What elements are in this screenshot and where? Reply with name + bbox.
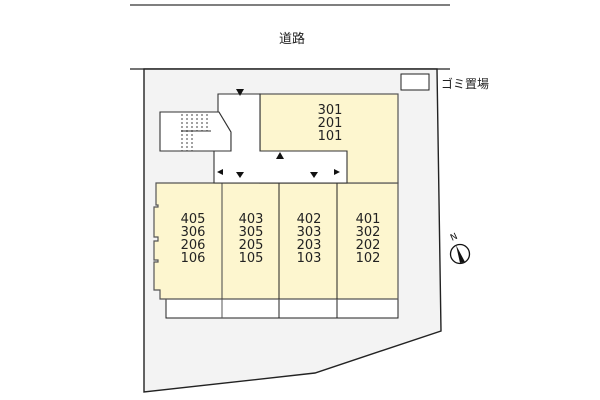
unit-number: 203 bbox=[296, 238, 322, 253]
arrow-down-icon bbox=[236, 172, 244, 178]
unit-stack-401: 401 302 202 102 bbox=[338, 213, 398, 265]
unit-number: 402 bbox=[296, 212, 322, 227]
unit-number: 405 bbox=[180, 212, 206, 227]
unit-number: 306 bbox=[180, 225, 206, 240]
unit-number: 205 bbox=[238, 238, 264, 253]
unit-number: 106 bbox=[180, 251, 206, 266]
unit-number: 105 bbox=[238, 251, 264, 266]
balconies bbox=[165, 298, 399, 319]
stair-steps bbox=[181, 114, 208, 151]
road-label: 道路 bbox=[278, 32, 305, 47]
arrow-right-icon bbox=[334, 169, 340, 175]
unit-stack-405: 405 306 206 106 bbox=[163, 213, 223, 265]
unit-number: 102 bbox=[355, 251, 381, 266]
unit-stack-403: 403 305 205 105 bbox=[221, 213, 281, 265]
arrow-left-icon bbox=[217, 169, 223, 175]
north-compass-icon: N bbox=[449, 232, 471, 265]
garbage-area bbox=[400, 73, 430, 91]
unit-number: 302 bbox=[355, 225, 381, 240]
svg-text:N: N bbox=[449, 232, 459, 244]
unit-number: 303 bbox=[296, 225, 322, 240]
unit-stack-north: 301 201 101 bbox=[300, 104, 360, 143]
corridor bbox=[213, 93, 348, 184]
arrow-down-icon bbox=[236, 89, 244, 96]
unit-number: 201 bbox=[317, 116, 343, 131]
garbage-area-label: ゴミ置場 bbox=[441, 77, 490, 91]
unit-number: 305 bbox=[238, 225, 264, 240]
unit-number: 403 bbox=[238, 212, 264, 227]
arrow-down-icon bbox=[310, 172, 318, 178]
unit-number: 101 bbox=[317, 129, 343, 144]
unit-number: 401 bbox=[355, 212, 381, 227]
unit-stack-402: 402 303 203 103 bbox=[279, 213, 339, 265]
unit-number: 103 bbox=[296, 251, 322, 266]
arrow-up-icon bbox=[276, 152, 284, 159]
unit-number: 202 bbox=[355, 238, 381, 253]
unit-number: 206 bbox=[180, 238, 206, 253]
entrance-arrows bbox=[217, 89, 340, 178]
unit-number: 301 bbox=[317, 103, 343, 118]
